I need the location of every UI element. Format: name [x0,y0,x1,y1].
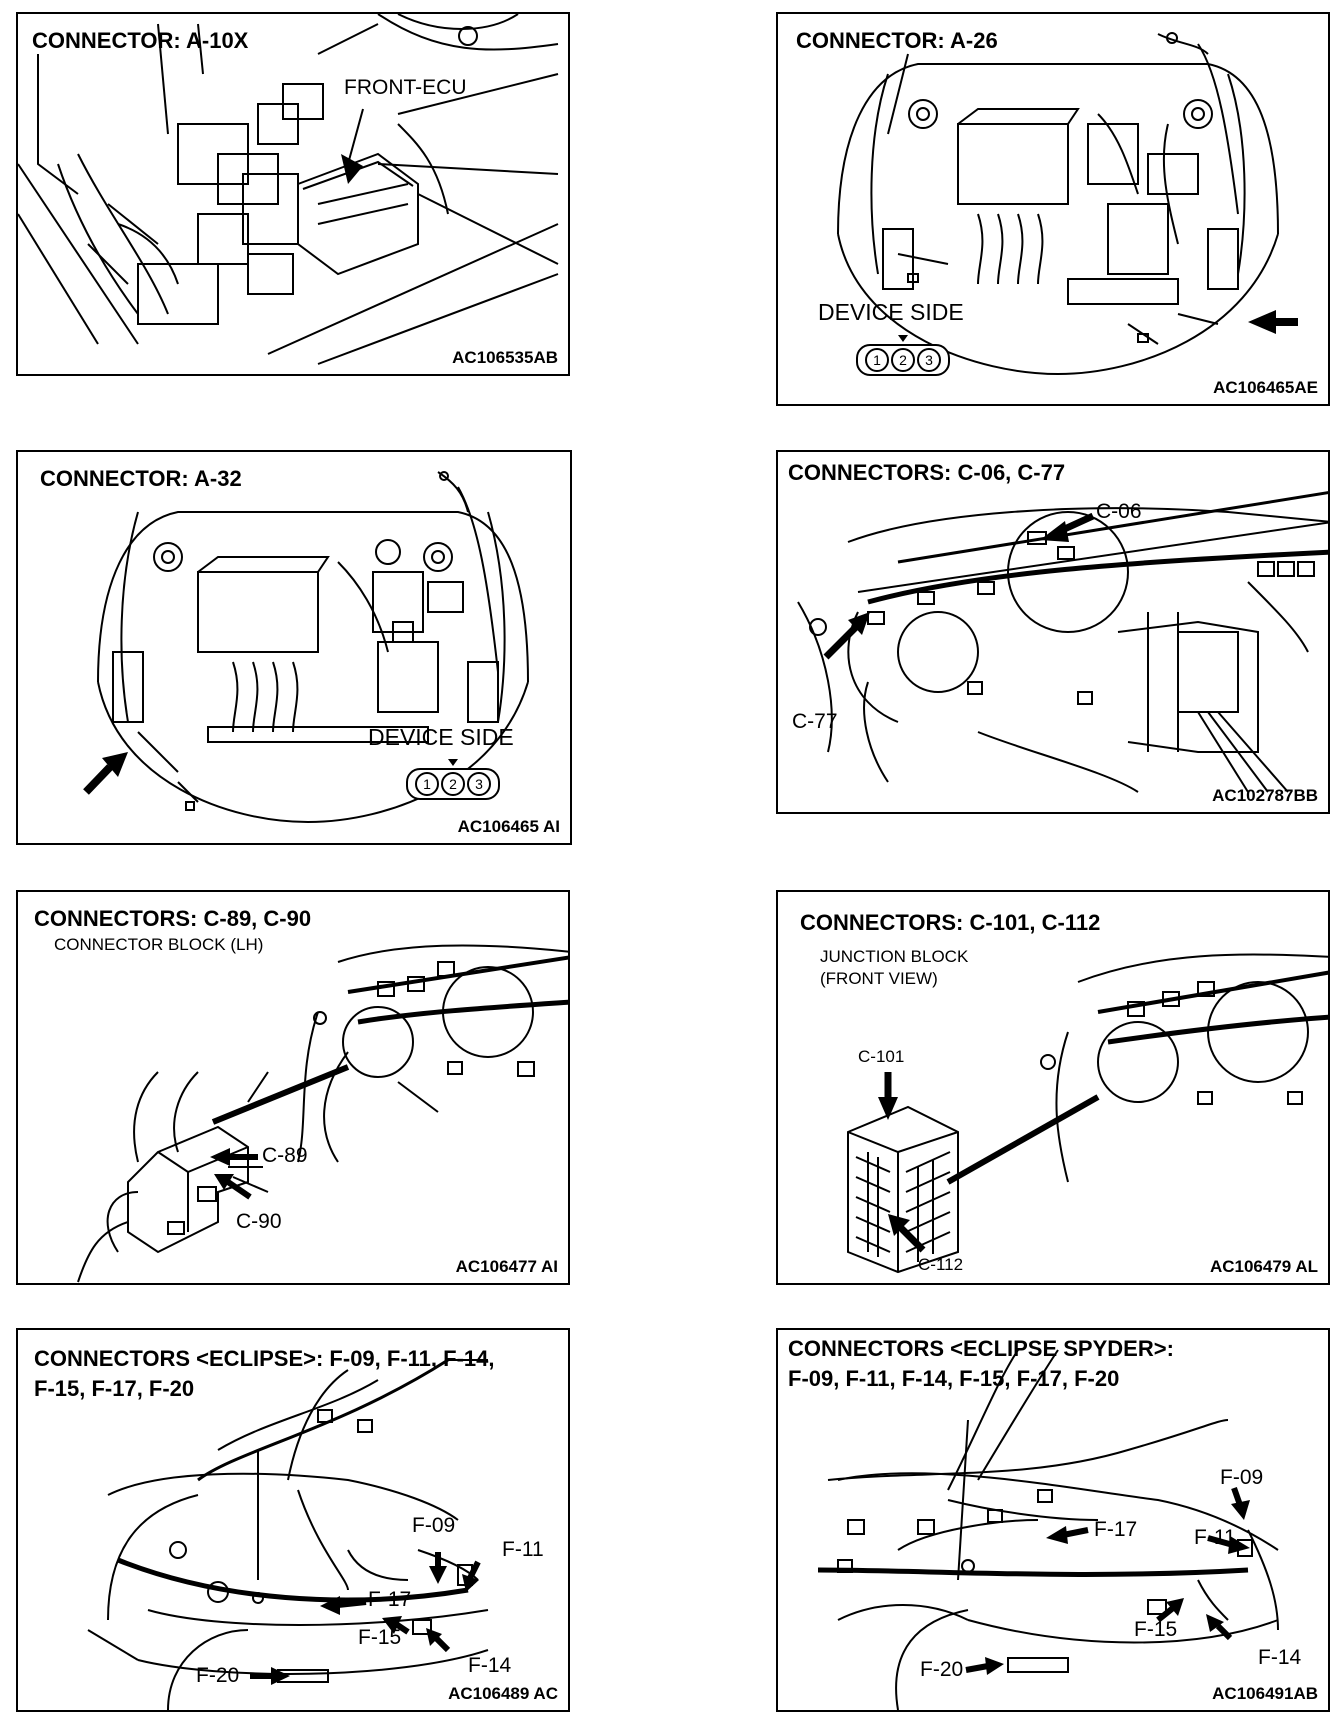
pointer-arrow [1248,310,1298,334]
label-f-20: F-20 [196,1664,240,1687]
panel-title: CONNECTOR: A-26 [796,28,998,53]
figure-code: AC102787BB [1212,786,1318,805]
pin-marker-icon [448,759,458,766]
label-c-101: C-101 [858,1047,905,1066]
dashboard-harness-illustration [797,491,1328,793]
pointer-arrows [250,1552,481,1685]
label-front-ecu: FRONT-ECU [344,76,467,99]
label-f-14: F-14 [1258,1646,1302,1669]
panel-title: CONNECTORS: C-89, C-90 [34,906,312,931]
rear-body-illustration [87,1358,489,1710]
junction-block-illustration [847,953,1328,1274]
figure-code: AC106489 AC [448,1684,558,1703]
pin-1: 1 [415,772,439,796]
panel-title: CONNECTORS: C-101, C-112 [800,910,1101,935]
connector-pin-diagram: 1 2 3 [406,759,500,800]
label-f-14: F-14 [468,1654,512,1677]
figure-code: AC106479 AL [1209,1257,1318,1276]
engine-bay-illustration [18,14,559,365]
rear-body-illustration [817,1349,1279,1710]
panel-connector-a-26: CONNECTOR: A-26 DEVICE SIDE 1 2 3 AC1064… [776,12,1330,406]
label-device-side: DEVICE SIDE [818,299,964,325]
figure-code: AC106465AE [1213,378,1318,397]
panel-title: CONNECTOR: A-10X [32,28,249,53]
panel-connectors-c-06-c-77: CONNECTORS: C-06, C-77 C-06 C-77 AC10278… [776,450,1330,814]
panel-subtitle: CONNECTOR BLOCK (LH) [54,935,264,954]
engine-bay-illustration [97,471,529,824]
figure-code: AC106477 AI [455,1257,558,1276]
label-f-11: F-11 [502,1538,544,1561]
label-device-side: DEVICE SIDE [368,724,514,750]
label-f-17: F-17 [368,1588,412,1611]
panel-title-line-2: F-09, F-11, F-14, F-15, F-17, F-20 [788,1366,1120,1391]
figure-code: AC106535AB [452,348,558,367]
label-f-17: F-17 [1094,1518,1138,1541]
label-f-09: F-09 [412,1514,456,1537]
label-f-11: F-11 [1194,1526,1236,1549]
label-f-20: F-20 [920,1658,964,1681]
label-c-06: C-06 [1096,500,1142,523]
panel-title-line-1: CONNECTORS <ECLIPSE SPYDER>: [788,1336,1174,1361]
panel-connectors-c-101-c-112: CONNECTORS: C-101, C-112 JUNCTION BLOCK … [776,890,1330,1285]
pin-1: 1 [865,348,889,372]
engine-bay-illustration [837,32,1279,376]
panel-subtitle-line-2: (FRONT VIEW) [820,969,938,988]
panel-title-line-1: CONNECTORS <ECLIPSE>: F-09, F-11, F-14, [34,1346,495,1371]
pin-2: 2 [891,348,915,372]
pointer-arrows [878,1072,926,1253]
figure-code: AC106491AB [1212,1684,1318,1703]
label-f-09: F-09 [1220,1466,1264,1489]
pointer-arrow [83,752,128,795]
label-c-112: C-112 [918,1255,964,1274]
pointer-arrows [965,1487,1250,1675]
panel-connector-a-32: CONNECTOR: A-32 DEVICE SIDE 1 2 3 AC1064… [16,450,572,845]
panel-subtitle-line-1: JUNCTION BLOCK [820,947,969,966]
figure-code: AC106465 AI [457,817,560,836]
label-f-15: F-15 [358,1626,402,1649]
pointer-arrow [341,108,364,184]
panel-connectors-c-89-c-90: CONNECTORS: C-89, C-90 CONNECTOR BLOCK (… [16,890,570,1285]
label-f-15: F-15 [1134,1618,1178,1641]
label-c-89: C-89 [262,1144,308,1167]
panel-title: CONNECTORS: C-06, C-77 [788,460,1066,485]
connector-pin-diagram: 1 2 3 [856,335,950,376]
label-c-77: C-77 [792,710,838,733]
label-c-90: C-90 [236,1210,282,1233]
panel-connector-a-10x: CONNECTOR: A-10X FRONT-ECU AC106535AB [16,12,570,376]
pin-3: 3 [467,772,491,796]
pin-marker-icon [898,335,908,342]
pin-3: 3 [917,348,941,372]
pointer-arrows [823,512,1095,660]
pointer-arrows [210,1148,258,1200]
panel-title: CONNECTOR: A-32 [40,466,242,491]
panel-connectors-eclipse-spyder: CONNECTORS <ECLIPSE SPYDER>: F-09, F-11,… [776,1328,1330,1712]
pin-2: 2 [441,772,465,796]
panel-connectors-eclipse: CONNECTORS <ECLIPSE>: F-09, F-11, F-14, … [16,1328,570,1712]
panel-title-line-2: F-15, F-17, F-20 [34,1376,195,1401]
connector-block-illustration [77,944,568,1283]
